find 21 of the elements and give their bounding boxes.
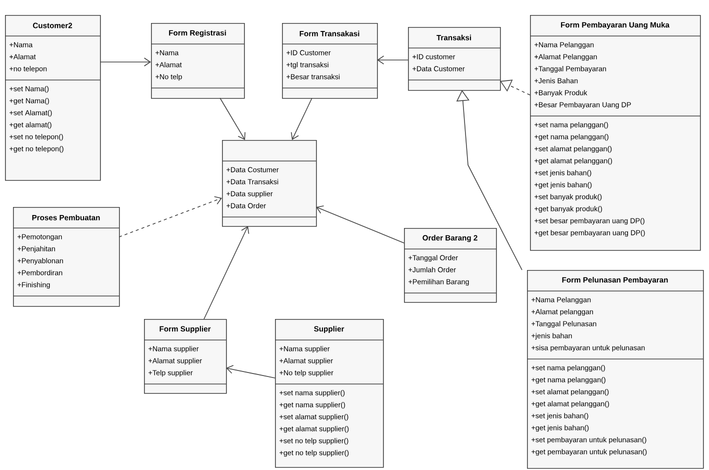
class-box — [144, 319, 227, 394]
class-box — [12, 207, 120, 307]
association-arrow — [377, 56, 408, 64]
generalization-arrow — [456, 90, 522, 270]
association-arrow — [290, 98, 312, 140]
association-arrow — [220, 98, 246, 140]
class-box — [282, 23, 378, 99]
dependency-arrow — [118, 196, 222, 238]
class-box — [4, 15, 101, 181]
association-arrow — [100, 58, 151, 66]
generalization-arrow — [500, 80, 530, 96]
class-box — [222, 140, 317, 227]
association-arrow — [316, 205, 404, 244]
association-arrow — [226, 365, 276, 378]
association-arrow — [204, 226, 250, 320]
class-box — [408, 27, 501, 91]
class-box — [274, 319, 384, 468]
class-box — [526, 270, 704, 469]
class-box — [404, 228, 497, 303]
class-box — [150, 23, 245, 99]
class-box — [530, 15, 701, 251]
